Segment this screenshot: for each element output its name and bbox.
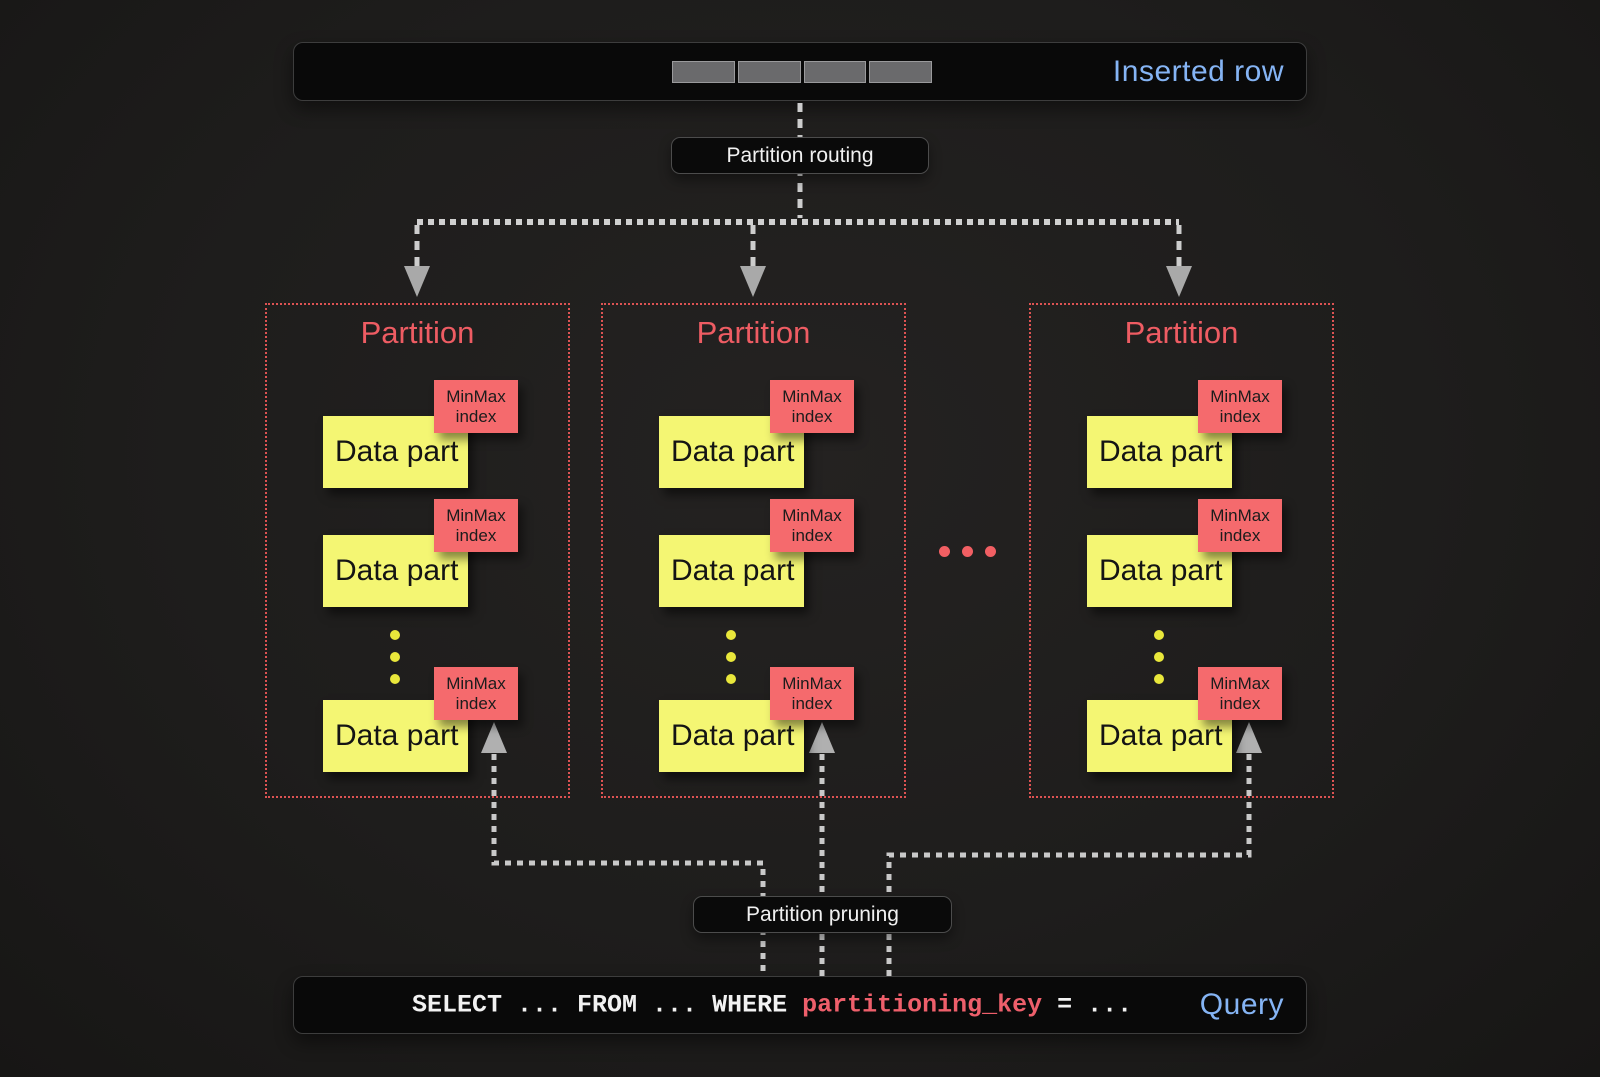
partition-box-2: Partition MinMax index Data part MinMax … <box>601 303 906 798</box>
data-part-box: Data part <box>1087 535 1232 607</box>
sql-partitioning-key: partitioning_key <box>802 990 1043 1020</box>
arrowhead-down-left-icon <box>404 266 430 297</box>
partition-box-3: Partition MinMax index Data part MinMax … <box>1029 303 1334 798</box>
query-label: Query <box>1199 988 1284 1021</box>
partition-routing-label: Partition routing <box>671 137 929 174</box>
inserted-row-box: Inserted row <box>293 42 1307 101</box>
row-segment <box>737 61 801 83</box>
sql-suffix: = ... <box>1042 990 1133 1020</box>
partition-routing-text: Partition routing <box>726 143 874 167</box>
minmax-index-tag: MinMax index <box>770 667 854 720</box>
arrowhead-down-middle-icon <box>740 266 766 297</box>
arrowhead-up-middle-icon <box>809 722 835 753</box>
row-segment <box>803 61 867 83</box>
sql-query-text: SELECT ... FROM ... WHERE partitioning_k… <box>322 962 1132 1049</box>
arrowhead-up-left-icon <box>481 722 507 753</box>
more-partitions-ellipsis-icon <box>939 546 996 557</box>
minmax-index-tag: MinMax index <box>434 667 518 720</box>
more-parts-ellipsis-icon <box>726 630 736 696</box>
data-part-box: Data part <box>659 535 804 607</box>
partition-title: Partition <box>360 315 475 350</box>
data-part-box: Data part <box>323 416 468 488</box>
partition-box-1: Partition MinMax index Data part MinMax … <box>265 303 570 798</box>
inserted-row-segments <box>672 61 932 83</box>
minmax-index-tag: MinMax index <box>770 499 854 552</box>
partition-pruning-text: Partition pruning <box>746 902 899 926</box>
query-box: SELECT ... FROM ... WHERE partitioning_k… <box>293 976 1307 1034</box>
minmax-index-tag: MinMax index <box>1198 667 1282 720</box>
partition-title: Partition <box>1124 315 1239 350</box>
row-segment <box>672 61 735 83</box>
more-parts-ellipsis-icon <box>1154 630 1164 696</box>
sql-prefix: SELECT ... FROM ... WHERE <box>412 990 803 1020</box>
minmax-index-tag: MinMax index <box>434 499 518 552</box>
arrowhead-up-right-icon <box>1236 722 1262 753</box>
partition-title: Partition <box>696 315 811 350</box>
minmax-index-tag: MinMax index <box>770 380 854 433</box>
arrowhead-down-right-icon <box>1166 266 1192 297</box>
row-segment <box>869 61 932 83</box>
minmax-index-tag: MinMax index <box>434 380 518 433</box>
minmax-index-tag: MinMax index <box>1198 380 1282 433</box>
inserted-row-label: Inserted row <box>1112 54 1284 88</box>
more-parts-ellipsis-icon <box>390 630 400 696</box>
partition-pruning-label: Partition pruning <box>693 896 952 933</box>
minmax-index-tag: MinMax index <box>1198 499 1282 552</box>
